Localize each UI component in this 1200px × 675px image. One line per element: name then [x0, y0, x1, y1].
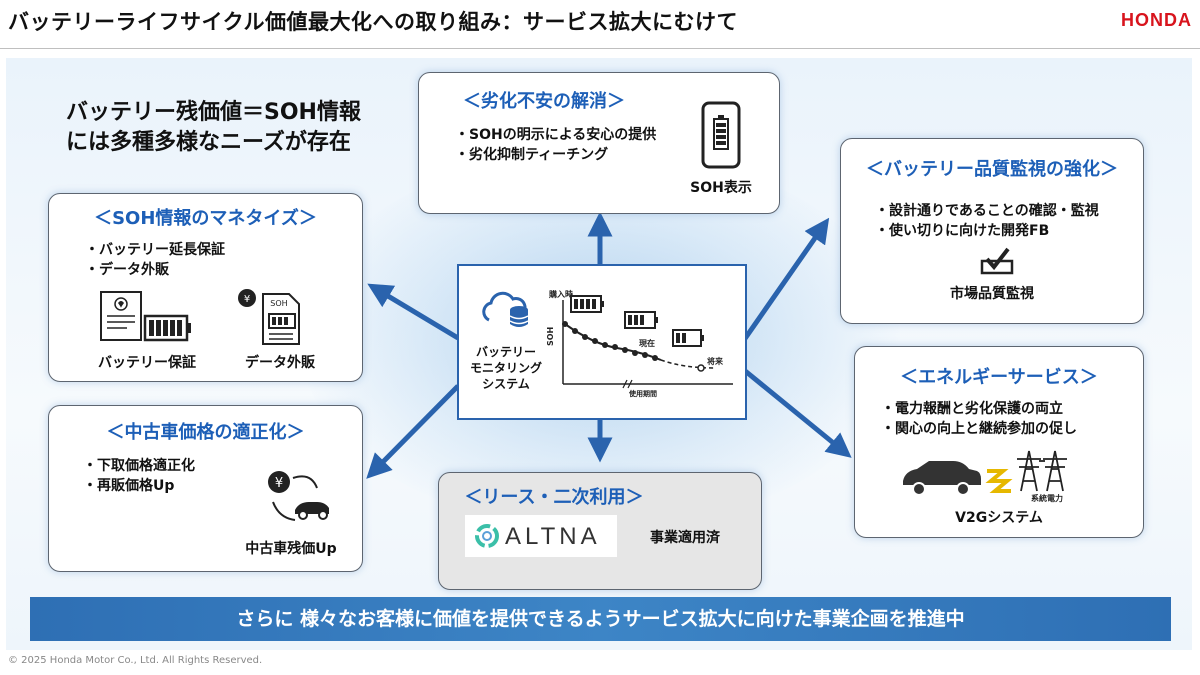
- chart-x-axis-label: 使用期間: [628, 389, 657, 398]
- chart-label-future: 将来: [707, 356, 724, 366]
- system-label-line: バッテリー: [475, 345, 536, 359]
- battery-full-icon: [570, 295, 604, 313]
- card-quality: ＜バッテリー品質監視の強化＞ ・設計通りであることの確認・監視 ・使い切りに向け…: [840, 138, 1144, 324]
- card-energy-caption: V2Gシステム: [955, 510, 1043, 526]
- grid-power-label: 系統電力: [1031, 493, 1063, 503]
- warranty-document-icon: [100, 291, 191, 342]
- bullet: ・電力報酬と劣化保護の両立: [881, 401, 1063, 417]
- copyright: © 2025 Honda Motor Co., Ltd. All Rights …: [8, 655, 263, 666]
- card-used-car-caption: 中古車残価Up: [245, 541, 337, 557]
- bullet: ・バッテリー延長保証: [85, 242, 225, 258]
- card-quality-bullets: ・設計通りであることの確認・監視 ・使い切りに向けた開発FB: [875, 201, 1099, 241]
- card-used-car-bullets: ・下取価格適正化 ・再販価格Up: [83, 456, 195, 496]
- arrow-lower-right: [742, 368, 852, 458]
- battery-mid-icon: [624, 311, 658, 329]
- card-energy: ＜エネルギーサービス＞ ・電力報酬と劣化保護の両立 ・関心の向上と継続参加の促し…: [854, 346, 1144, 538]
- bullet: ・データ外販: [85, 262, 169, 278]
- system-label-line: モニタリング: [469, 361, 542, 375]
- soh-decline-chart: 購入時 SOH 使用期間 現在 将来: [546, 289, 733, 398]
- chart-label-now: 現在: [639, 338, 655, 348]
- card-used-car-heading: ＜中古車価格の適正化＞: [106, 422, 305, 443]
- bullet: ・下取価格適正化: [83, 458, 195, 474]
- bullet: ・関心の向上と継続参加の促し: [881, 421, 1077, 437]
- lead-line-1: バッテリー残価値＝SOH情報: [66, 100, 361, 125]
- bullet: ・設計通りであることの確認・監視: [875, 203, 1099, 219]
- system-label: バッテリー モニタリング システム: [467, 344, 545, 392]
- caption-battery-warranty: バッテリー保証: [98, 355, 196, 371]
- soh-future-point: [697, 364, 705, 372]
- card-lease: ＜リース・二次利用＞ ALTNA 事業適用済: [438, 472, 762, 590]
- card-degradation-bullets: ・SOHの明示による安心の提供 ・劣化抑制ティーチング: [455, 125, 656, 165]
- card-monetize: ＜SOH情報のマネタイズ＞ ・バッテリー延長保証 ・データ外販 バッテリー保証 …: [48, 193, 363, 382]
- bottom-banner: さらに 様々なお客様に価値を提供できるようサービス拡大に向けた事業企画を推進中: [30, 597, 1171, 641]
- arrow-upper-right: [741, 217, 830, 342]
- chart-label-purchase: 購入時: [548, 289, 573, 299]
- soh-measured-points: [562, 321, 658, 361]
- card-energy-heading: ＜エネルギーサービス＞: [900, 367, 1098, 388]
- card-degradation: ＜劣化不安の解消＞ ・SOHの明示による安心の提供 ・劣化抑制ティーチング SO…: [418, 72, 780, 214]
- lead-text: バッテリー残価値＝SOH情報 には多種多様なニーズが存在: [66, 98, 361, 158]
- used-car-value-icon: ¥: [268, 471, 329, 521]
- cloud-database-icon: [482, 291, 529, 327]
- card-energy-bullets: ・電力報酬と劣化保護の両立 ・関心の向上と継続参加の促し: [881, 399, 1077, 439]
- caption-data-sale: データ外販: [245, 355, 315, 371]
- altna-logo: ALTNA: [465, 515, 617, 557]
- bullet: ・SOHの明示による安心の提供: [455, 127, 657, 143]
- axis-break-mark: [622, 379, 633, 389]
- card-quality-heading: ＜バッテリー品質監視の強化＞: [866, 159, 1118, 180]
- card-degradation-heading: ＜劣化不安の解消＞: [463, 91, 625, 112]
- card-monetize-bullets: ・バッテリー延長保証 ・データ外販: [85, 240, 225, 280]
- v2g-illustration: 系統電力: [903, 450, 1067, 503]
- card-lease-status: 事業適用済: [650, 530, 720, 546]
- card-quality-caption: 市場品質監視: [950, 286, 1034, 302]
- honda-logo: HONDA: [1121, 10, 1192, 30]
- data-sale-icon: ¥ SOH: [238, 289, 300, 345]
- svg-text:¥: ¥: [275, 476, 283, 491]
- page-title: バッテリーライフサイクル価値最大化への取り組み：サービス拡大にむけて: [8, 10, 738, 34]
- bullet: ・使い切りに向けた開発FB: [875, 223, 1050, 239]
- arrow-lower-left: [366, 384, 460, 479]
- arrow-upper-left: [367, 283, 460, 341]
- altna-wordmark: ALTNA: [505, 523, 601, 550]
- card-degradation-caption: SOH表示: [690, 180, 752, 196]
- lead-line-2: には多種多様なニーズが存在: [66, 130, 351, 155]
- system-label-line: システム: [482, 377, 530, 391]
- checkmark-icon: [980, 247, 1014, 275]
- soh-forecast-line: [660, 359, 716, 369]
- card-used-car: ＜中古車価格の適正化＞ ・下取価格適正化 ・再販価格Up ¥ 中古車残価Up: [48, 405, 363, 572]
- card-monetize-heading: ＜SOH情報のマネタイズ＞: [94, 208, 317, 229]
- svg-text:¥: ¥: [244, 294, 250, 305]
- card-lease-heading: ＜リース・二次利用＞: [464, 487, 644, 508]
- altna-mark-icon: [475, 524, 499, 548]
- doc-soh-label: SOH: [270, 299, 287, 308]
- center-monitoring-box: バッテリー モニタリング システム 購入時 SOH 使用期間 現在 将来: [457, 264, 747, 420]
- chart-y-axis-label: SOH: [546, 327, 555, 346]
- title-divider: [0, 48, 1200, 49]
- bullet: ・再販価格Up: [83, 478, 175, 494]
- bullet: ・劣化抑制ティーチング: [455, 147, 609, 163]
- smartphone-battery-icon: [701, 101, 741, 169]
- battery-low-icon: [672, 329, 704, 347]
